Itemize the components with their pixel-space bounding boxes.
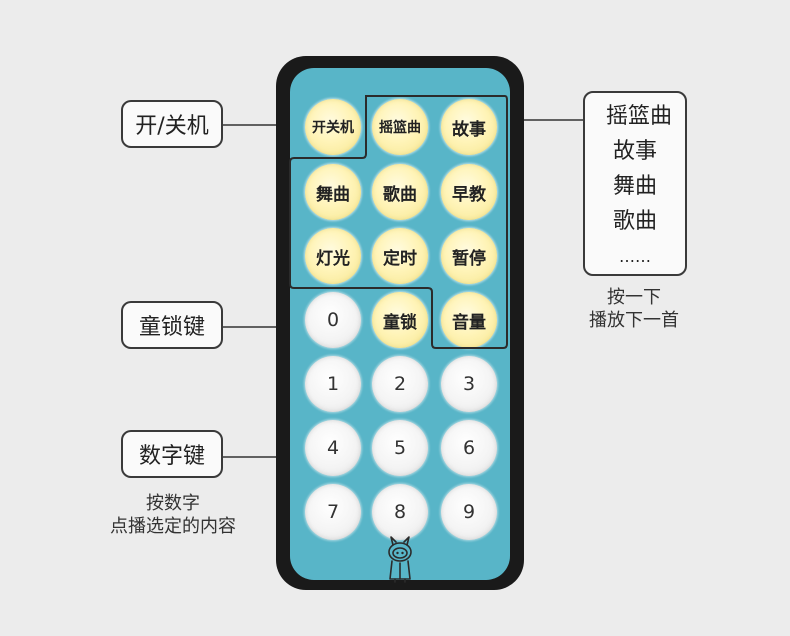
number-keys-caption-line-2: 点播选定的内容 xyxy=(110,516,236,537)
child-lock-button[interactable]: 童锁 xyxy=(372,292,428,348)
volume-button[interactable]: 音量 xyxy=(441,292,497,348)
digit-8-button[interactable]: 8 xyxy=(372,484,428,540)
light-button[interactable]: 灯光 xyxy=(305,228,361,284)
songs-button[interactable]: 歌曲 xyxy=(372,164,428,220)
digit-6-button[interactable]: 6 xyxy=(441,420,497,476)
power-callout-label: 开/关机 xyxy=(121,100,223,148)
content-list-caption-line-1: 按一下 xyxy=(607,287,661,308)
digit-2-button[interactable]: 2 xyxy=(372,356,428,412)
number-keys-caption: 按数字 点播选定的内容 xyxy=(100,492,246,538)
lullaby-button[interactable]: 摇篮曲 xyxy=(372,99,428,155)
story-button[interactable]: 故事 xyxy=(441,99,497,155)
digit-5-button[interactable]: 5 xyxy=(372,420,428,476)
timer-button[interactable]: 定时 xyxy=(372,228,428,284)
dance-music-button[interactable]: 舞曲 xyxy=(305,164,361,220)
digit-9-button[interactable]: 9 xyxy=(441,484,497,540)
digit-1-button[interactable]: 1 xyxy=(305,356,361,412)
digit-4-button[interactable]: 4 xyxy=(305,420,361,476)
number-keys-callout-label: 数字键 xyxy=(121,430,223,478)
content-list-caption: 按一下 播放下一首 xyxy=(574,286,694,332)
power-button[interactable]: 开关机 xyxy=(305,99,361,155)
content-list-caption-line-2: 播放下一首 xyxy=(589,310,679,331)
robot-logo-icon xyxy=(388,536,412,583)
child-lock-callout-label: 童锁键 xyxy=(121,301,223,349)
remote-control: 开关机 摇篮曲 故事 舞曲 歌曲 早教 灯光 定时 暂停 0 童锁 音量 1 2… xyxy=(276,56,524,590)
list-item: 摇篮曲 xyxy=(605,104,672,129)
list-item: 歌曲 xyxy=(612,209,657,234)
pause-button[interactable]: 暂停 xyxy=(441,228,497,284)
digit-7-button[interactable]: 7 xyxy=(305,484,361,540)
remote-button-panel: 开关机 摇篮曲 故事 舞曲 歌曲 早教 灯光 定时 暂停 0 童锁 音量 1 2… xyxy=(290,68,510,580)
content-list-callout: 摇篮曲 故事 舞曲 歌曲 …… xyxy=(583,91,687,276)
number-keys-caption-line-1: 按数字 xyxy=(146,493,200,514)
digit-3-button[interactable]: 3 xyxy=(441,356,497,412)
list-item: 舞曲 xyxy=(612,174,657,199)
list-item: …… xyxy=(619,247,651,266)
early-education-button[interactable]: 早教 xyxy=(441,164,497,220)
digit-0-button[interactable]: 0 xyxy=(305,292,361,348)
list-item: 故事 xyxy=(612,139,657,164)
